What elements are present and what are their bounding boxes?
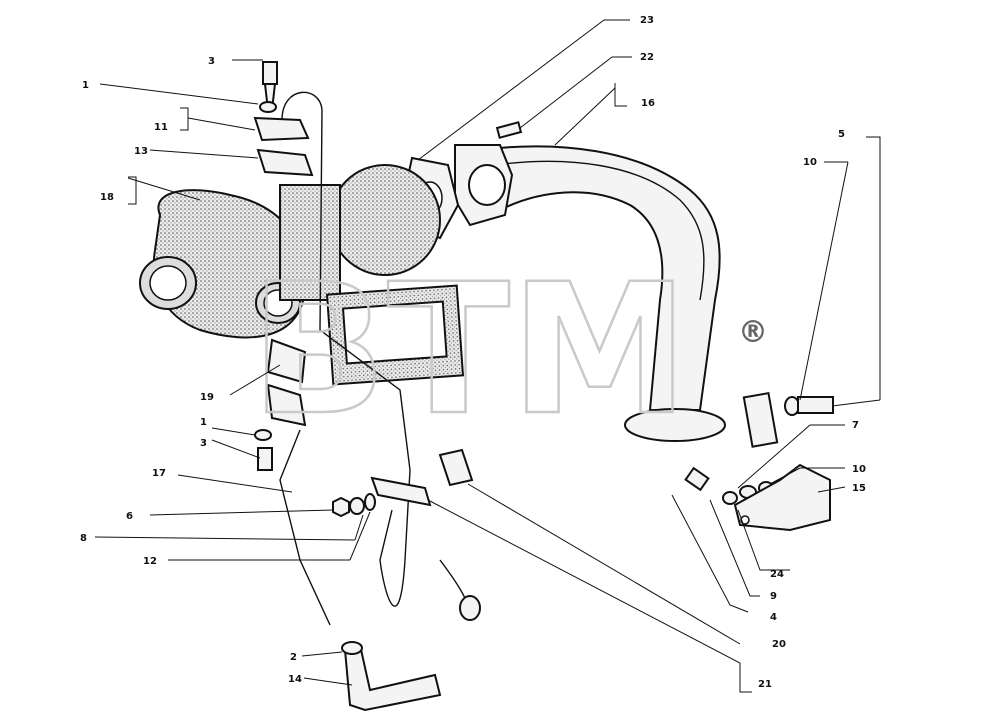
watermark-registered-mark: ® <box>738 315 768 350</box>
callout-6: 6 <box>126 511 133 522</box>
callout-18: 18 <box>100 192 114 203</box>
turbocharger <box>139 164 441 339</box>
callout-15: 15 <box>852 483 866 494</box>
callouts: 3 1 11 13 18 19 1 3 17 6 8 12 2 14 23 22… <box>80 15 866 690</box>
callout-17: 17 <box>152 468 166 479</box>
oil-supply-tube <box>281 91 481 621</box>
callout-24: 24 <box>770 569 784 580</box>
callout-11: 11 <box>154 122 168 133</box>
callout-7: 7 <box>852 420 859 431</box>
small-parts <box>253 61 834 532</box>
callout-23: 23 <box>640 15 654 26</box>
callout-19: 19 <box>200 392 214 403</box>
callout-3: 3 <box>208 56 215 67</box>
callout-9: 9 <box>770 591 777 602</box>
turbine-outlet-flange <box>325 284 465 386</box>
callout-2: 2 <box>290 652 297 663</box>
callout-1b: 1 <box>200 417 207 428</box>
drain-hose <box>341 641 442 712</box>
callout-20: 20 <box>772 639 786 650</box>
exhaust-flange <box>454 144 514 227</box>
leader-lines <box>94 19 881 693</box>
callout-10b: 10 <box>852 464 866 475</box>
callout-10: 10 <box>803 157 817 168</box>
callout-8: 8 <box>80 533 87 544</box>
callout-22: 22 <box>640 52 654 63</box>
callout-1: 1 <box>82 80 89 91</box>
callout-21: 21 <box>758 679 772 690</box>
callout-14: 14 <box>288 674 302 685</box>
callout-5: 5 <box>838 129 845 140</box>
oil-drain-tube <box>279 429 331 626</box>
callout-16: 16 <box>641 98 655 109</box>
exhaust-pipe <box>478 145 779 448</box>
callout-3b: 3 <box>200 438 207 449</box>
callout-4: 4 <box>770 612 777 623</box>
callout-13: 13 <box>134 146 148 157</box>
watermark-text: BTM <box>250 246 689 455</box>
callout-12: 12 <box>143 556 157 567</box>
